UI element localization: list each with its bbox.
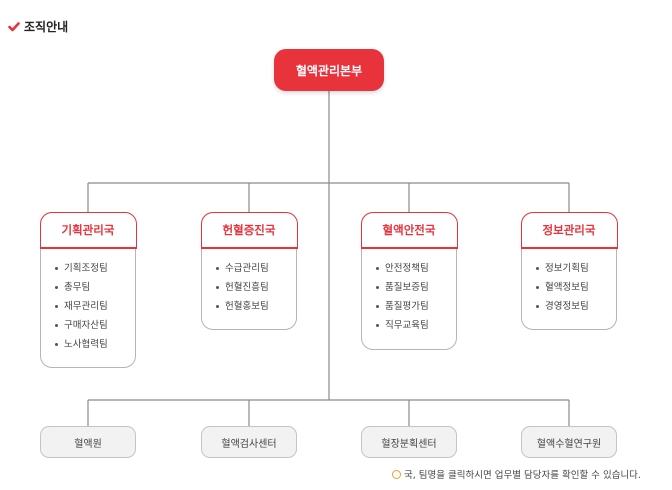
check-icon: [8, 21, 20, 31]
team-item[interactable]: 정보기획팀: [536, 259, 616, 278]
dept-donation: 헌혈증진국 수급관리팀 헌혈진흥팀 헌혈홍보팀: [200, 211, 298, 330]
center-plasma-fractionation[interactable]: 혈장분획센터: [361, 426, 457, 458]
team-item[interactable]: 경영정보팀: [536, 297, 616, 316]
team-item[interactable]: 혈액정보팀: [536, 278, 616, 297]
team-item[interactable]: 총무팀: [55, 278, 135, 297]
team-item[interactable]: 안전정책팀: [376, 259, 456, 278]
team-item[interactable]: 품질평가팀: [376, 297, 456, 316]
team-item[interactable]: 노사협력팀: [55, 335, 135, 354]
headquarters-box[interactable]: 혈액관리본부: [274, 49, 384, 91]
dept-planning-title[interactable]: 기획관리국: [39, 211, 137, 249]
team-item[interactable]: 품질보증팀: [376, 278, 456, 297]
section-title-text: 조직안내: [24, 20, 69, 34]
team-item[interactable]: 기획조정팀: [55, 259, 135, 278]
dept-information-team-list: 정보기획팀 혈액정보팀 경영정보팀: [522, 249, 616, 326]
team-item[interactable]: 헌혈진흥팀: [216, 278, 296, 297]
dept-information: 정보관리국 정보기획팀 혈액정보팀 경영정보팀: [520, 211, 618, 330]
team-item[interactable]: 구매자산팀: [55, 316, 135, 335]
team-item[interactable]: 직무교육팀: [376, 316, 456, 335]
dept-safety: 혈액안전국 안전정책팀 품질보증팀 품질평가팀 직무교육팀: [360, 211, 458, 350]
team-item[interactable]: 수급관리팀: [216, 259, 296, 278]
team-item[interactable]: 재무관리팀: [55, 297, 135, 316]
dept-information-title[interactable]: 정보관리국: [520, 211, 618, 249]
dept-planning: 기획관리국 기획조정팀 총무팀 재무관리팀 구매자산팀 노사협력팀: [39, 211, 137, 368]
center-blood-testing[interactable]: 혈액검사센터: [201, 426, 297, 458]
dept-safety-team-list: 안전정책팀 품질보증팀 품질평가팀 직무교육팀: [362, 249, 456, 345]
center-transfusion-research[interactable]: 혈액수혈연구원: [521, 426, 617, 458]
info-icon: [392, 469, 401, 479]
dept-donation-team-list: 수급관리팀 헌혈진흥팀 헌혈홍보팀: [202, 249, 296, 326]
team-item[interactable]: 헌혈홍보팀: [216, 297, 296, 316]
help-note: 국, 팀명을 클릭하시면 업무별 담당자를 확인할 수 있습니다.: [392, 467, 641, 481]
center-blood-center[interactable]: 혈액원: [40, 426, 136, 458]
dept-planning-team-list: 기획조정팀 총무팀 재무관리팀 구매자산팀 노사협력팀: [41, 249, 135, 364]
dept-donation-title[interactable]: 헌혈증진국: [200, 211, 298, 249]
dept-safety-title[interactable]: 혈액안전국: [360, 211, 458, 249]
help-note-text: 국, 팀명을 클릭하시면 업무별 담당자를 확인할 수 있습니다.: [404, 470, 641, 481]
section-title: 조직안내: [8, 18, 68, 35]
